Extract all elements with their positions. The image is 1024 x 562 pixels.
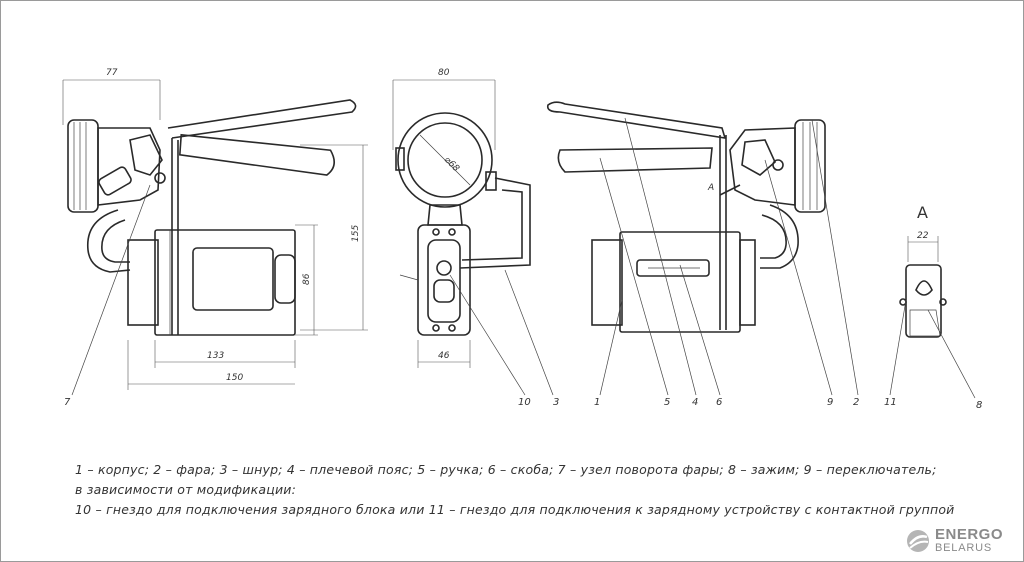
dim-body-height: 86 <box>302 273 312 285</box>
caption-line-1: 1 – корпус; 2 – фара; 3 – шнур; 4 – плеч… <box>75 462 937 477</box>
callout-3: 3 <box>553 397 559 408</box>
callout-5: 5 <box>664 397 670 408</box>
caption-line-3: 10 – гнездо для подключения зарядного бл… <box>75 502 955 517</box>
dim-height: 155 <box>351 225 361 242</box>
dim-body-length-inner: 133 <box>207 351 224 361</box>
callout-8: 8 <box>976 400 982 411</box>
dim-body-length: 150 <box>226 373 243 383</box>
callout-9: 9 <box>827 397 833 408</box>
view-direction-label: A <box>707 183 714 193</box>
dim-front-width: 80 <box>438 68 450 78</box>
logo-top-text: ENERGO <box>935 526 1004 543</box>
energo-belarus-logo: ENERGO BELARUS <box>905 526 1017 556</box>
callout-6: 6 <box>716 397 722 408</box>
dim-side-width: 77 <box>106 68 118 78</box>
logo-bottom-text: BELARUS <box>935 542 992 554</box>
section-a-view: A 22 11 8 <box>884 203 982 411</box>
side-view: 77 155 86 133 <box>62 68 368 408</box>
section-a-title: A <box>917 203 928 222</box>
callout-2: 2 <box>853 397 859 408</box>
caption-line-2: в зависимости от модификации: <box>75 482 296 497</box>
callout-10: 10 <box>518 397 531 408</box>
callout-7: 7 <box>64 397 71 408</box>
callout-4: 4 <box>692 397 698 408</box>
callout-11: 11 <box>884 397 897 408</box>
callout-1: 1 <box>594 397 600 408</box>
logo-mark-icon <box>907 530 929 552</box>
dim-clip-width: 22 <box>917 231 929 241</box>
dim-lamp-diameter: ⌀68 <box>442 155 461 174</box>
mirror-view: A 1 5 4 6 9 2 <box>546 101 859 408</box>
dim-bracket-width: 46 <box>438 351 450 361</box>
front-view: 80 ⌀68 46 10 3 <box>392 68 559 408</box>
